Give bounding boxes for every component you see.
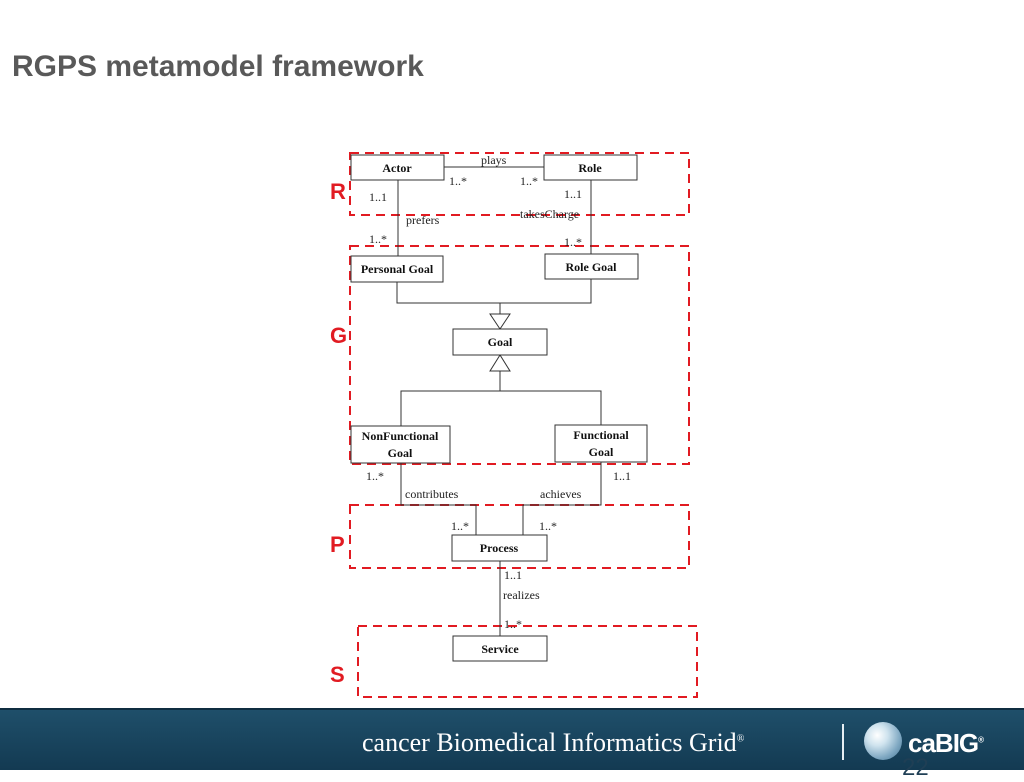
footer-bar: cancer Biomedical Informatics Grid® caBI… — [0, 708, 1024, 781]
plays-role-multiplicity: 1..* — [520, 174, 538, 188]
achieves-label: achieves — [540, 487, 582, 501]
class-role-label: Role — [578, 161, 602, 175]
takes-charge-role-multiplicity: 1..1 — [564, 187, 582, 201]
plays-actor-multiplicity: 1..* — [449, 174, 467, 188]
achieves-goal-multiplicity: 1..1 — [613, 469, 631, 483]
region-r-frame — [349, 152, 690, 216]
cabig-registered-mark: ® — [978, 735, 984, 745]
class-service — [452, 635, 548, 662]
page-number: 22 — [902, 754, 929, 781]
prefers-actor-multiplicity: 1..1 — [369, 190, 387, 204]
realizes-service-multiplicity: 1..* — [504, 617, 522, 631]
registered-mark: ® — [736, 733, 745, 745]
class-service-label: Service — [481, 642, 519, 656]
prefers-goal-multiplicity: 1..* — [369, 232, 387, 246]
plays-label: plays — [481, 153, 507, 167]
role-goal-generalization-line — [499, 279, 592, 314]
generalization-arrow-icon — [489, 313, 511, 330]
class-personal-goal — [350, 255, 444, 283]
class-process — [451, 534, 548, 562]
achieves-connector — [522, 462, 602, 535]
personal-goal-generalization-line — [396, 282, 500, 304]
takes-charge-goal-multiplicity: 1..* — [564, 235, 582, 249]
class-role-goal — [544, 253, 639, 280]
footer-divider — [842, 724, 844, 760]
class-role — [543, 154, 638, 181]
region-letter-p: P — [330, 532, 345, 557]
class-functional-goal-label-line2: Goal — [589, 445, 614, 459]
class-goal-label: Goal — [488, 335, 513, 349]
contributes-goal-multiplicity: 1..* — [366, 469, 384, 483]
class-nonfunctional-goal-label-line2: Goal — [388, 446, 413, 460]
contributes-label: contributes — [405, 487, 459, 501]
class-nonfunctional-goal — [350, 425, 451, 464]
region-letter-s: S — [330, 662, 345, 687]
class-actor-label: Actor — [382, 161, 412, 175]
class-process-label: Process — [480, 541, 519, 555]
realizes-process-multiplicity: 1..1 — [504, 568, 522, 582]
slide-title: RGPS metamodel framework — [12, 50, 424, 83]
cabig-logo-text: caBIG — [908, 728, 979, 758]
region-letter-g: G — [330, 323, 347, 348]
class-functional-goal-label-line1: Functional — [573, 428, 629, 442]
region-s-frame — [357, 625, 698, 698]
realizes-label: realizes — [503, 588, 540, 602]
class-functional-goal — [554, 424, 648, 463]
class-goal — [452, 328, 548, 356]
contributes-process-multiplicity: 1..* — [451, 519, 469, 533]
globe-icon — [864, 722, 902, 760]
contributes-connector — [400, 463, 477, 535]
class-nonfunctional-goal-label-line1: NonFunctional — [362, 429, 439, 443]
rgps-metamodel-diagram: R G P S Actor Role Personal Goal Role Go — [330, 152, 698, 698]
region-letter-r: R — [330, 179, 346, 204]
class-role-goal-label: Role Goal — [566, 260, 618, 274]
goal-subtype-branch — [400, 390, 602, 426]
class-personal-goal-label: Personal Goal — [361, 262, 434, 276]
generalization-arrow-icon — [489, 354, 511, 372]
footer-program-name: cancer Biomedical Informatics Grid® — [362, 728, 744, 758]
region-g-frame — [349, 245, 690, 465]
footer-program-text: cancer Biomedical Informatics Grid — [362, 728, 737, 757]
class-actor — [350, 154, 445, 181]
takes-charge-label: takesCharge — [520, 207, 579, 221]
region-p-frame — [349, 504, 690, 569]
cabig-logo: caBIG® — [908, 728, 984, 759]
prefers-label: prefers — [406, 213, 440, 227]
achieves-process-multiplicity: 1..* — [539, 519, 557, 533]
